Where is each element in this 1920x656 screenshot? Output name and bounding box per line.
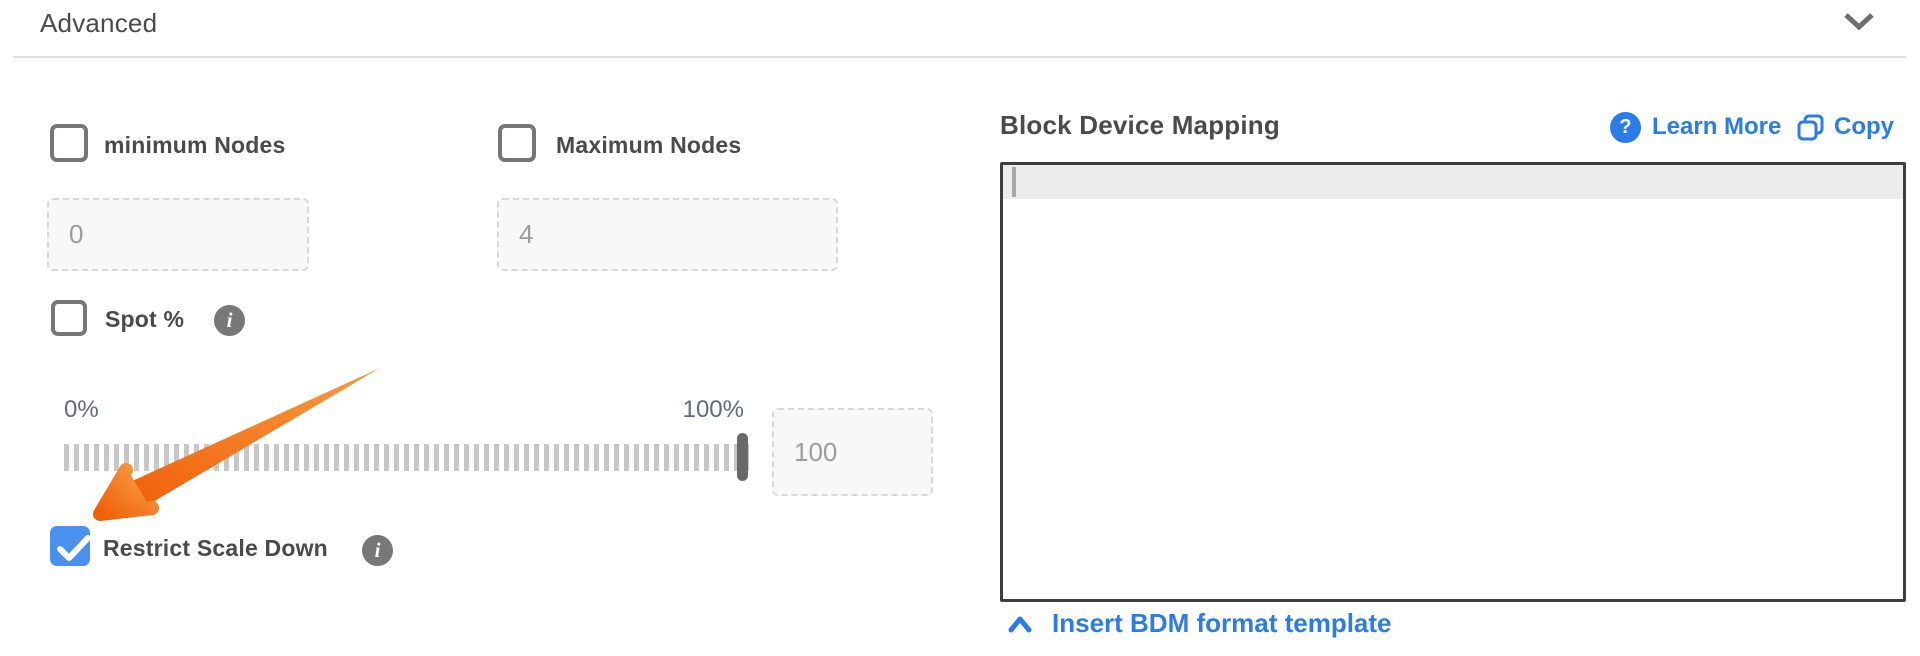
info-glyph: i: [374, 538, 381, 562]
restrict-scale-down-label: Restrict Scale Down: [103, 535, 328, 561]
slider-handle[interactable]: [737, 433, 748, 481]
slider-max-label: 100%: [682, 396, 744, 423]
chevron-down-icon[interactable]: [1843, 12, 1875, 32]
spot-percent-slider-track[interactable]: [64, 444, 753, 471]
learn-more-link[interactable]: Learn More: [1652, 113, 1782, 140]
maximum-nodes-checkbox[interactable]: [498, 124, 536, 162]
spot-percent-input[interactable]: [772, 408, 933, 496]
copy-icon[interactable]: [1796, 113, 1826, 143]
insert-bdm-template-label: Insert BDM format template: [1052, 608, 1392, 638]
help-icon[interactable]: ?: [1610, 112, 1641, 143]
slider-range-labels: 0% 100%: [64, 396, 744, 424]
bdm-title: Block Device Mapping: [1000, 110, 1280, 140]
restrict-scale-down-checkbox[interactable]: [50, 526, 91, 566]
copy-link[interactable]: Copy: [1834, 113, 1894, 140]
chevron-up-icon: [1008, 616, 1032, 632]
question-glyph: ?: [1619, 116, 1632, 138]
editor-caret: [1012, 167, 1016, 197]
spot-percent-checkbox[interactable]: [51, 300, 87, 336]
minimum-nodes-checkbox[interactable]: [50, 124, 88, 162]
spot-percent-label: Spot %: [105, 306, 185, 332]
bdm-editor[interactable]: [1000, 162, 1906, 602]
restrict-scale-down-info-icon[interactable]: i: [362, 535, 393, 566]
minimum-nodes-label: minimum Nodes: [104, 132, 286, 158]
spot-info-icon[interactable]: i: [214, 305, 245, 336]
info-glyph: i: [226, 308, 233, 332]
editor-active-line: [1003, 165, 1903, 199]
insert-bdm-template-link[interactable]: Insert BDM format template: [1008, 608, 1392, 639]
slider-min-label: 0%: [64, 396, 99, 423]
section-divider: [13, 56, 1906, 58]
minimum-nodes-input[interactable]: [47, 198, 309, 271]
check-icon: [57, 535, 91, 561]
maximum-nodes-label: Maximum Nodes: [556, 132, 742, 158]
page-title: Advanced: [40, 8, 158, 38]
maximum-nodes-input[interactable]: [497, 198, 838, 271]
